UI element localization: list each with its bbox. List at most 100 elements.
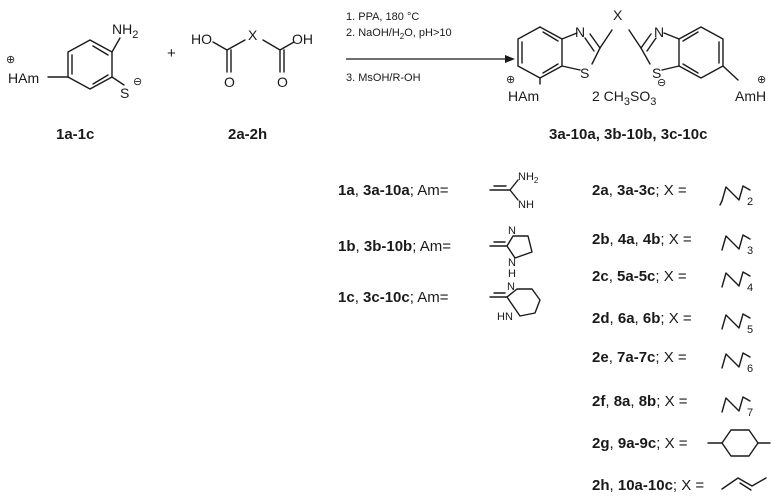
left-c-s [591,47,601,65]
alkene-double-bond [739,482,752,491]
product-ham: HAm [508,88,539,104]
amidine-1a-caption: 1a, 3a-10a; Am= [338,182,449,199]
linker-2h-caption: 2h, 10a-10c; X = [592,477,704,494]
product-plus-left: ⊕ [506,74,515,86]
repeat-count: 3 [747,245,753,257]
right-am-bond [722,65,739,81]
cyclohexane-ring [721,429,759,457]
condition-step-2: 2. NaOH/H2O, pH>10 [346,27,452,41]
linker-right [628,29,642,49]
product-x: X [613,7,623,23]
s-bond [111,76,125,86]
linker-row-2c: 2c, 5a-5c; X = 4 [592,268,753,294]
right-c-s [640,47,651,65]
nh2-bond [111,37,121,53]
left-ring-double [542,31,559,42]
arrow-head [505,55,515,63]
oh-label: OH [292,31,313,47]
nh2-label: NH2 [112,21,138,41]
alkyl-chain [721,313,751,330]
counterion: 2 CH3SO3 [592,88,656,108]
oxygen-right: O [277,74,288,90]
right-s-c [661,65,680,71]
linker-2b-caption: 2b, 4a, 4b; X = [592,231,692,248]
amidine-row-1c: 1c, 3c-10c; Am= N HN [338,281,541,323]
tetrahydropyrimidine-ring [506,288,541,317]
chain-bracket [719,200,723,206]
left-ring-double [542,63,559,74]
linker-row-2f: 2f, 8a, 8b; X = 7 [592,393,753,419]
linker-row-2a: 2a, 3a-3c; X = 2 [592,182,753,208]
product-amh: AmH [735,88,766,104]
ring-double-bond [92,74,109,85]
linker-2g-caption: 2g, 9a-9c; X = [592,435,688,452]
left-benzene [517,26,563,79]
linker-row-2d: 2d, 6a, 6b; X = 5 [592,310,753,336]
reactant-2-label: 2a-2h [228,126,267,143]
alkyl-chain [721,185,751,202]
x-label: X [248,27,258,43]
imidazoline-ring [506,235,533,259]
amidine-nh2-bond [509,179,519,191]
benzene-ring [67,39,113,90]
ham-label: HAm [8,70,39,86]
reactant-1-label: 1a-1c [56,126,94,143]
linker-row-2e: 2e, 7a-7c; X = 6 [592,349,753,375]
product-structure: N N S S X HAm ⊕ AmH ⊕ 2 CH3SO3 ⊖ [506,7,766,108]
imidazoline-h: H [508,268,516,280]
repeat-count: 5 [747,324,753,336]
product-label: 3a-10a, 3b-10b, 3c-10c [549,126,707,143]
amidine-nh: NH [518,199,534,211]
left-n-c-double [584,37,595,52]
linker-2c-caption: 2c, 5a-5c; X = [592,268,687,285]
cx-bond-left [226,39,246,51]
imidazoline-n: N [508,225,516,237]
right-n-c [663,32,680,40]
amidine-nh2: NH2 [518,171,539,185]
amidine-1c-caption: 1c, 3c-10c; Am= [338,289,449,306]
reactant-2-structure: HO X OH O O [191,27,313,90]
right-ring-double [682,63,699,74]
right-ring-double [682,31,699,42]
product-s-right: S [652,65,661,81]
right-c-n-double [646,37,657,52]
repeat-count: 6 [747,363,753,375]
amidine-1b-caption: 1b, 3b-10b; Am= [338,238,451,255]
plus-charge: ⊕ [6,54,15,66]
ring-double-bond [92,45,109,56]
product-n-left: N [575,24,585,40]
ho-label: HO [191,31,212,47]
minus-charge: ⊖ [133,76,142,88]
repeat-count: 7 [747,407,753,419]
linker-2e-caption: 2e, 7a-7c; X = [592,349,687,366]
product-plus-right: ⊕ [757,74,766,86]
amidine-row-1a: 1a, 3a-10a; Am= NH2 NH [338,171,539,211]
alkyl-chain [721,352,751,369]
reactant-1-structure: NH2 S ⊖ HAm ⊕ [6,21,142,101]
plus-sign: + [167,45,176,62]
linker-row-2g: 2g, 9a-9c; X = [592,429,771,457]
left-n-c [589,33,601,49]
left-benzene-bond [539,26,563,40]
counterion-minus: ⊖ [657,77,666,89]
oh-bond [279,41,295,51]
alkene-chain [721,477,767,490]
left-c-n [561,32,578,40]
condition-step-3: 3. MsOH/R-OH [346,72,421,84]
right-c-n [640,33,652,49]
ho-bond [212,41,228,51]
linker-row-2b: 2b, 4a, 4b; X = 3 [592,231,753,257]
tetrahydropyrimidine-hn: HN [497,311,513,323]
cx-bond-right [262,39,281,51]
linker-2d-caption: 2d, 6a, 6b; X = [592,310,692,327]
left-s-c [561,65,581,71]
right-benzene [678,26,724,79]
product-s-left: S [580,65,589,81]
linker-2f-caption: 2f, 8a, 8b; X = [592,393,688,410]
linker-left [599,29,613,49]
alkyl-chain [721,234,751,251]
repeat-count: 2 [747,196,753,208]
condition-step-1: 1. PPA, 180 °C [346,11,419,23]
